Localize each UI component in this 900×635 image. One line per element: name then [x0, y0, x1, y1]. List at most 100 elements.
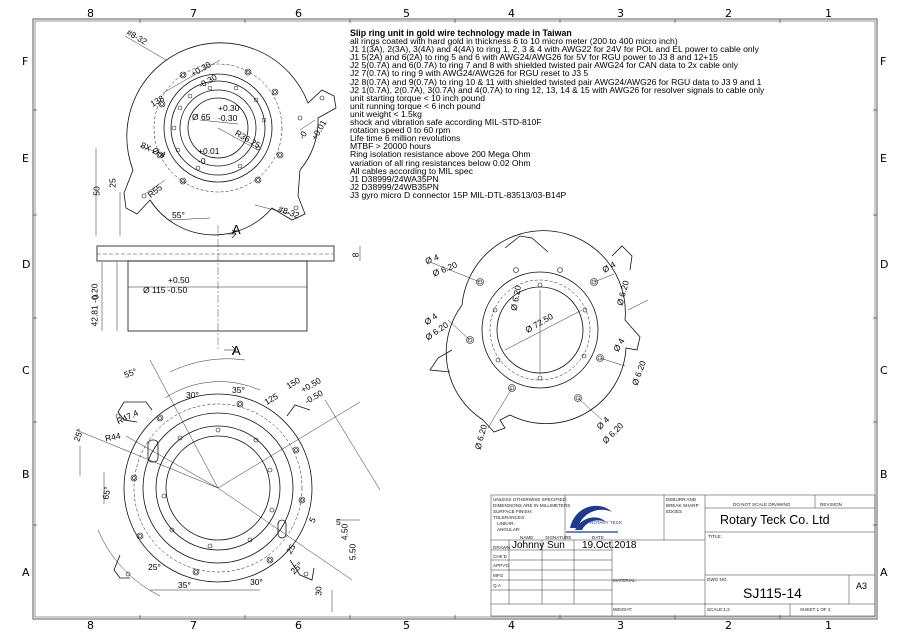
zone-bottom-5: 5: [403, 619, 410, 632]
notes-line: J1 D38999/24WA35PN: [350, 173, 439, 184]
tb-drawn-date: 19.Oct.2018: [582, 540, 637, 551]
tb-material: MATERIAL:: [613, 578, 637, 583]
notes-line: All cables according to MIL spec: [350, 165, 473, 176]
tb-surface: SURFACE FINISH:: [493, 509, 533, 514]
dim-label: 4.50: [339, 523, 350, 541]
top-view: [95, 35, 337, 236]
dim-label: 55°: [172, 210, 185, 220]
dim-label: 25: [107, 178, 118, 188]
tb-edges: EDGES: [666, 509, 683, 514]
notes-line: MTBF > 20000 hours: [350, 141, 431, 152]
tb-revision: REVISION: [820, 502, 842, 507]
tb-drawn-name: Johnny Sun: [512, 540, 565, 551]
tb-angular: ANGULAR:: [497, 527, 521, 532]
notes-line: J2 8(0.7A) and 9(0.7A) to ring 10 & 11 w…: [350, 76, 762, 87]
zone-bottom-1: 1: [825, 619, 832, 632]
tb-drawn: DRAWN: [493, 545, 511, 550]
title-block: [490, 494, 876, 617]
notes-line: rotation speed 0 to 60 rpm: [350, 125, 451, 136]
zone-bottom-2: 2: [725, 619, 732, 632]
notes-line: J2 5(0.7A) and 6(0.7A) to ring 7 and 8 w…: [350, 60, 739, 71]
notes-line: all rings coated with hard gold in thick…: [350, 36, 678, 47]
tb-break-sharp: BREAK SHARP: [666, 503, 699, 508]
tb-mfg: MFG: [493, 573, 504, 578]
zone-left-B: B: [22, 468, 30, 481]
notes-line: shock and vibration safe according MIL-S…: [350, 117, 542, 128]
zone-right-B: B: [880, 468, 888, 481]
notes-line: Life time 6 million revolutions: [350, 133, 461, 144]
dim-label: 30: [313, 586, 324, 596]
tb-qa: Q.A: [493, 583, 501, 588]
zone-bottom-8: 8: [87, 619, 94, 632]
zone-top-5: 5: [403, 7, 410, 20]
dim-label: 5.50: [347, 543, 358, 561]
zone-right-C: C: [880, 364, 888, 377]
dim-label: +0.30: [218, 103, 240, 113]
dim-label: 30°: [250, 577, 263, 587]
tb-sig-h: SIGNATURE: [545, 535, 572, 540]
dim-label: 5: [336, 517, 341, 527]
tb-dwg-no: DWG NO.: [707, 577, 728, 582]
dim-label: +0.01: [198, 146, 220, 156]
tb-dont-scale: DO NOT SCALE DRAWING: [733, 502, 791, 507]
zone-bottom-4: 4: [508, 619, 515, 632]
tb-chkd: CHK'D: [493, 554, 507, 559]
zone-top-6: 6: [295, 7, 302, 20]
tb-linear: LINEAR:: [497, 521, 515, 526]
dim-label: 8: [350, 252, 361, 258]
dim-label: Ø 65: [192, 112, 211, 122]
tb-dims-mm: DIMENSIONS ARE IN MILLIMETERS: [493, 503, 571, 508]
notes-line: unit running torque < 6 inch pound: [350, 100, 481, 111]
zone-left-D: D: [22, 258, 31, 271]
zone-bottom-7: 7: [190, 619, 197, 632]
notes-line: J2 1(0.7A), 2(0.7A), 3(0.7A) and 4(0.7A)…: [350, 84, 765, 95]
dim-label: -0.30: [218, 113, 238, 123]
tb-unless: UNLESS OTHERWISE SPECIFIED:: [493, 497, 568, 502]
tb-title-h: TITLE:: [708, 534, 722, 539]
zone-right-D: D: [880, 258, 889, 271]
tb-appvd: APPV'D: [493, 563, 510, 568]
zone-top-1: 1: [825, 7, 832, 20]
zone-top-8: 8: [87, 7, 94, 20]
zone-right-E: E: [880, 152, 887, 165]
bottom-view: [75, 358, 381, 612]
notes-line: variation of all ring resistances below …: [350, 157, 531, 168]
spec-notes: Slip ring unit in gold wire technology m…: [350, 28, 765, 200]
zone-top-4: 4: [508, 7, 515, 20]
zone-right-A: A: [880, 566, 888, 579]
notes-line: unit weight < 1.5kg: [350, 108, 422, 119]
dim-label: Ø 115 -0.50: [143, 285, 188, 295]
dim-label: 42.81 -0.20: [89, 283, 100, 327]
tb-logo-text: ROTARY TECK: [590, 520, 623, 525]
notes-line: unit starting torque < 10 inch pound: [350, 92, 485, 103]
dim-label: 50: [91, 186, 102, 196]
dim-label: 30°: [186, 390, 199, 400]
dim-label: 25°: [148, 562, 161, 572]
tb-name-h: NAME: [520, 535, 534, 540]
zone-top-2: 2: [725, 7, 732, 20]
dim-label: +0.50: [168, 275, 190, 285]
dim-label: 35°: [178, 580, 191, 590]
notes-line: Ring isolation resistance above 200 Mega…: [350, 149, 531, 160]
notes-line: J1 1(3A), 2(3A), 3(4A) and 4(4A) to ring…: [350, 44, 759, 55]
side-view: [96, 225, 361, 355]
tb-sheet: SHEET 1 OF 2: [800, 607, 831, 612]
zone-right-F: F: [880, 55, 887, 68]
notes-line: J2 D38999/24WB35PN: [350, 181, 439, 192]
notes-title: Slip ring unit in gold wire technology m…: [350, 28, 572, 38]
tb-deburr: DEBURR AND: [666, 497, 697, 502]
section-a-bottom: A: [232, 343, 241, 358]
tb-weight: WEIGHT:: [613, 607, 633, 612]
zone-top-3: 3: [617, 7, 624, 20]
zone-left-F: F: [22, 55, 29, 68]
zone-left-C: C: [22, 364, 30, 377]
notes-line: J2 7(0.7A) to ring 9 with AWG24/AWG26 fo…: [350, 68, 589, 79]
zone-bottom-6: 6: [295, 619, 302, 632]
dim-label: -0: [198, 156, 206, 166]
right-view: [429, 230, 649, 433]
tb-scale: SCALE:1:2: [707, 607, 730, 612]
zone-left-E: E: [22, 152, 29, 165]
company-logo: [566, 505, 618, 533]
tb-dwg: SJ115-14: [743, 585, 802, 601]
